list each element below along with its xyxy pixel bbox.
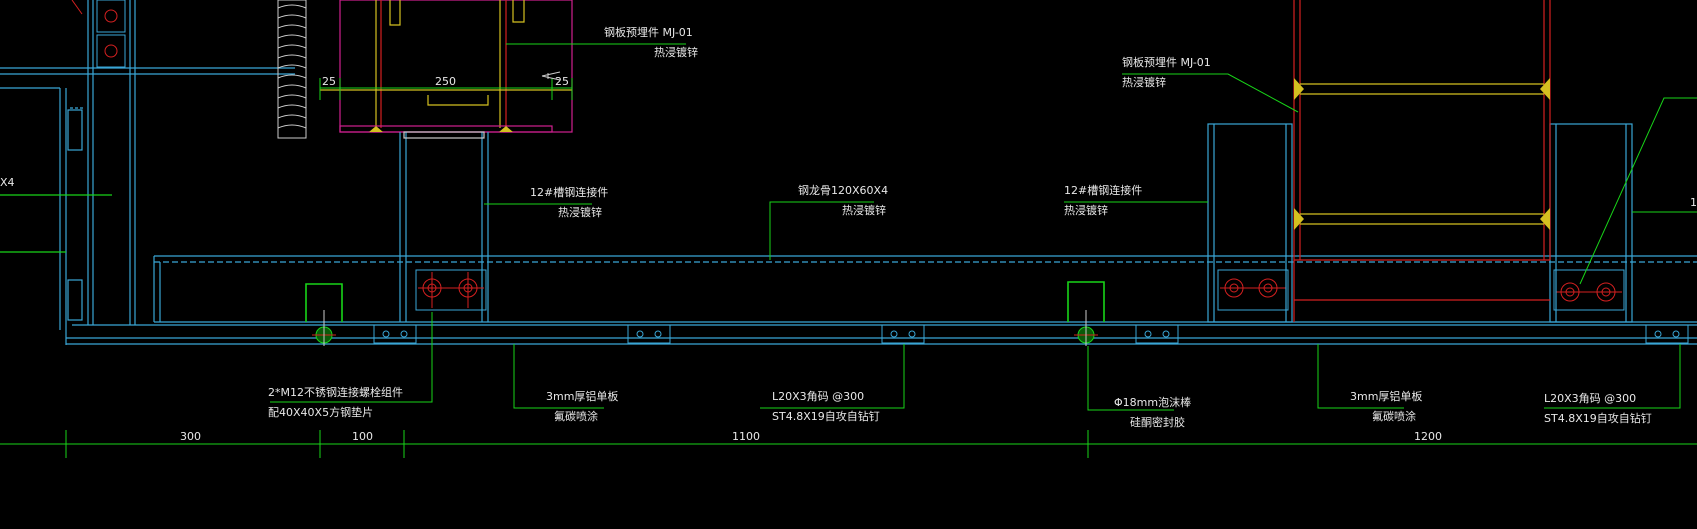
label-left-fragment: X4 — [0, 176, 15, 189]
label-channel-left-line1: 12#槽钢连接件 — [530, 186, 608, 199]
label-tube-line2: 热浸镀锌 — [842, 203, 886, 217]
upper-vertical-support — [399, 131, 489, 322]
label-rod-line1: Φ18mm泡沫棒 — [1114, 395, 1191, 409]
left-wall-structure — [0, 0, 295, 345]
dim-bottom-1100: 1100 — [732, 430, 760, 443]
label-bolt-line1: 2*M12不锈钢连接螺栓组件 — [268, 385, 403, 399]
label-rod-line2: 硅酮密封胶 — [1130, 415, 1185, 429]
label-mj01-right-line1: 钢板预埋件 MJ-01 — [1122, 55, 1211, 69]
label-channel-right-line1: 12#槽钢连接件 — [1064, 184, 1142, 197]
arrow-symbol — [541, 71, 561, 81]
right-structural-frame — [1293, 0, 1551, 322]
label-tube-line1: 钢龙骨120X60X4 — [798, 184, 888, 197]
bolt-group-right — [1553, 269, 1625, 311]
foam-rod-joints — [312, 310, 1098, 346]
label-mj01-right-line2: 热浸镀锌 — [1122, 75, 1166, 89]
channel-clips — [305, 281, 1105, 322]
label-al-left-line2: 氟碳喷涂 — [554, 409, 598, 423]
label-al-right-line1: 3mm厚铝单板 — [1350, 389, 1422, 403]
dim-top-250: 250 — [435, 75, 456, 88]
label-channel-left-line2: 热浸镀锌 — [558, 205, 602, 219]
label-al-left-line1: 3mm厚铝单板 — [546, 389, 618, 403]
label-angle-left-line1: L20X3角码 @300 — [772, 390, 864, 403]
dim-top-25-right: 25 — [555, 75, 569, 88]
bolt-group-left — [415, 269, 487, 311]
bottom-dimension-line — [0, 430, 1697, 458]
label-mj01-left-line2: 热浸镀锌 — [654, 45, 698, 59]
dim-bottom-300: 300 — [180, 430, 201, 443]
dim-top-25-left: 25 — [322, 75, 336, 88]
top-dimension-line — [319, 78, 573, 100]
label-mj01-left-line1: 钢板预埋件 MJ-01 — [604, 25, 693, 39]
label-right-fragment: 1 — [1690, 196, 1697, 209]
dim-bottom-100: 100 — [352, 430, 373, 443]
label-angle-right-line2: ST4.8X19自攻自钻钉 — [1544, 411, 1652, 425]
bolt-group-middle — [1217, 269, 1289, 311]
dim-bottom-1200: 1200 — [1414, 430, 1442, 443]
label-al-right-line2: 氟碳喷涂 — [1372, 409, 1416, 423]
right-channel-connector — [1207, 123, 1633, 323]
leader-lines — [270, 43, 1697, 411]
label-channel-right-line2: 热浸镀锌 — [1064, 203, 1108, 217]
top-left-anchor-bolts — [71, 0, 126, 68]
angle-clips — [373, 324, 1689, 344]
label-bolt-line2: 配40X40X5方钢垫片 — [268, 405, 373, 419]
main-steel-tube — [153, 255, 1697, 323]
label-angle-right-line1: L20X3角码 @300 — [1544, 392, 1636, 405]
upper-frame — [320, 0, 573, 133]
label-angle-left-line2: ST4.8X19自攻自钻钉 — [772, 409, 880, 423]
insulation-hatch — [277, 0, 307, 139]
